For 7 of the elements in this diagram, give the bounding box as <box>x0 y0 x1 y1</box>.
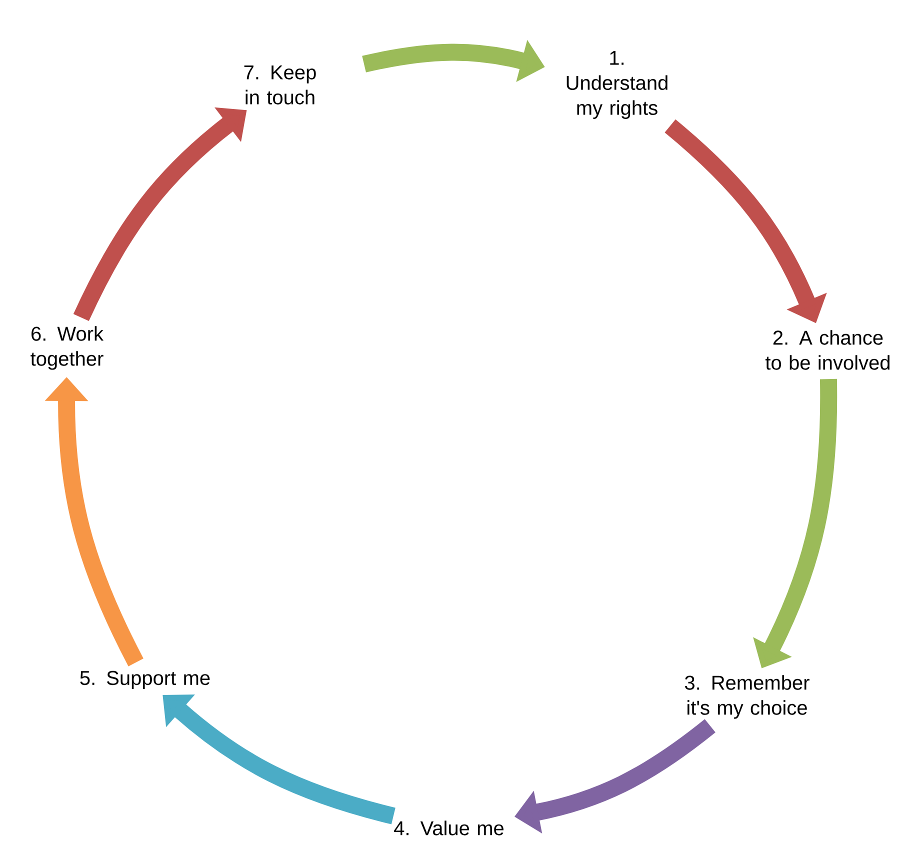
step-label: 5. Support me <box>80 670 210 690</box>
step-label: 2. A chance to be involved <box>765 330 890 370</box>
step-label: 7. Keep in touch <box>244 66 316 104</box>
step-label: 1. Understand my rights <box>566 51 668 119</box>
step-label: 6. Work together <box>30 326 104 370</box>
step-label: 4. Value me <box>394 820 504 836</box>
step-label: 3. Remember it's my choice <box>684 675 810 719</box>
